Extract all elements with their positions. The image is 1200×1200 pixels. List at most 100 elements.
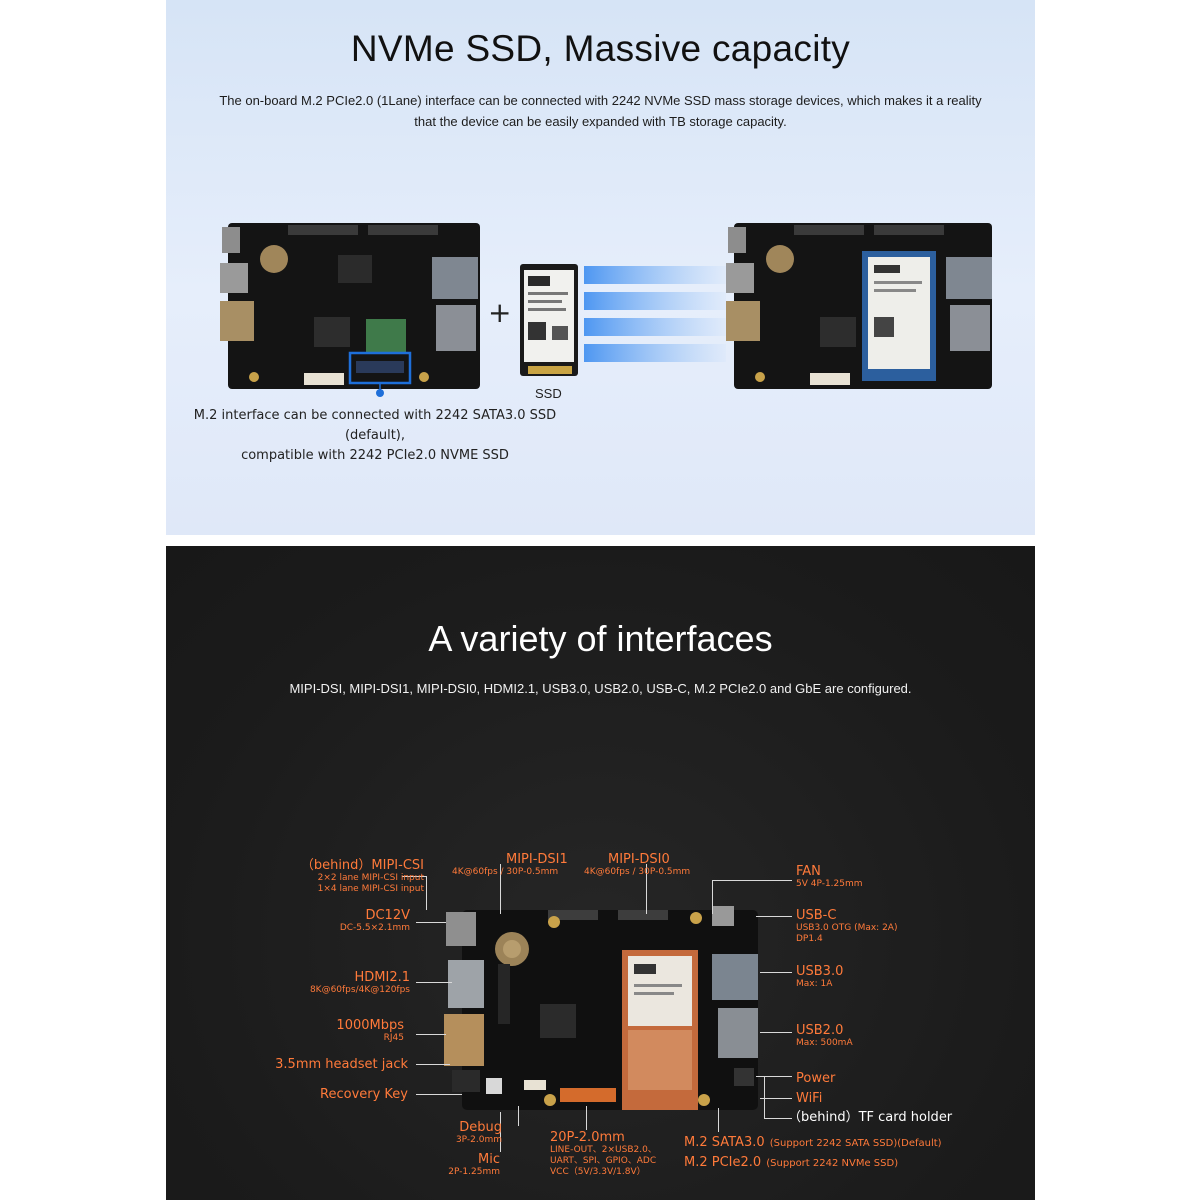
label-m2-sata-sub: (Support 2242 SATA SSD)(Default)	[769, 1138, 942, 1149]
label-hdmi: HDMI2.1 8K@60fps/4K@120fps	[276, 970, 410, 996]
interfaces-panel: A variety of interfaces MIPI-DSI, MIPI-D…	[166, 546, 1035, 1200]
insert-light-beam	[584, 262, 726, 374]
label-m2-pcie-main: M.2 PCIe2.0	[684, 1155, 762, 1170]
leader-line-tf	[764, 1076, 765, 1118]
label-fan-sub: 5V 4P-1.25mm	[796, 879, 863, 889]
label-hdmi-sub: 8K@60fps/4K@120fps	[309, 985, 410, 995]
ssd-label: SSD	[535, 386, 562, 401]
leader-line-mipi-csi	[426, 876, 427, 910]
label-mipi-dsi1: MIPI-DSI1 4K@60fps / 30P-0.5mm	[452, 852, 568, 878]
label-dc12v-sub: DC-5.5×2.1mm	[339, 923, 410, 933]
label-mic-sub: 2P-1.25mm	[448, 1167, 500, 1177]
leader-line-usb2	[760, 1032, 792, 1033]
leader-line-dc12v	[416, 922, 446, 923]
plus-sign: +	[488, 296, 512, 329]
label-fan: FAN 5V 4P-1.25mm	[796, 864, 863, 890]
label-mipi-dsi1-main: MIPI-DSI1	[506, 852, 568, 867]
leader-line-usb3	[760, 972, 792, 973]
leader-line-gbe	[416, 1034, 446, 1035]
label-m2-sata: M.2 SATA3.0 (Support 2242 SATA SSD)(Defa…	[684, 1131, 942, 1150]
label-headset-main: 3.5mm headset jack	[275, 1057, 408, 1072]
leader-line-tf-h	[764, 1118, 792, 1119]
label-gbe-sub: RJ45	[383, 1033, 404, 1043]
label-tf-card: （behind）TF card holder	[788, 1110, 952, 1125]
label-gpio-main: 20P-2.0mm	[550, 1130, 625, 1145]
label-usb3-sub: Max: 1A	[796, 979, 833, 989]
label-wifi-main: WiFi	[796, 1091, 823, 1106]
label-usb-c-main: USB-C	[796, 908, 837, 923]
nvme-description: The on-board M.2 PCIe2.0 (1Lane) interfa…	[206, 90, 995, 132]
label-usb2-sub: Max: 500mA	[796, 1038, 853, 1048]
label-mic: Mic 2P-1.25mm	[436, 1152, 500, 1178]
label-gpio: 20P-2.0mm LINE-OUT、2×USB2.0、 UART、SPI、GP…	[550, 1130, 657, 1178]
label-mipi-csi-main: （behind）MIPI-CSI	[300, 858, 424, 873]
label-m2-sata-main: M.2 SATA3.0	[684, 1135, 765, 1150]
leader-line-m2	[718, 1108, 719, 1132]
label-usb-c: USB-C USB3.0 OTG (Max: 2A) DP1.4	[796, 908, 897, 945]
leader-line-mipi-dsi1	[500, 864, 501, 914]
leader-line-gpio	[586, 1106, 587, 1130]
leader-line-fan-v	[712, 880, 713, 914]
interfaces-title: A variety of interfaces	[428, 618, 773, 659]
label-gpio-sub2: UART、SPI、GPIO、ADC	[550, 1156, 657, 1166]
label-gbe-main: 1000Mbps	[336, 1018, 404, 1033]
label-gbe: 1000Mbps RJ45	[300, 1018, 404, 1044]
ssd-image	[518, 262, 582, 380]
leader-line-wifi	[760, 1098, 792, 1099]
label-mipi-dsi0: MIPI-DSI0 4K@60fps / 30P-0.5mm	[584, 852, 690, 878]
board-top-view	[442, 904, 758, 1110]
nvme-description-line2: that the device can be easily expanded w…	[414, 114, 787, 129]
leader-line-usb-c	[756, 916, 792, 917]
label-mipi-dsi0-main: MIPI-DSI0	[608, 852, 670, 867]
label-power: Power	[796, 1071, 835, 1086]
nvme-title: NVMe SSD, Massive capacity	[350, 28, 851, 69]
board-image-empty-slot	[218, 221, 480, 391]
label-mipi-csi-sub1: 2×2 lane MIPI-CSI input	[317, 873, 424, 883]
label-usb2-main: USB2.0	[796, 1023, 844, 1038]
label-power-main: Power	[796, 1071, 836, 1086]
m2-callout-dot	[376, 389, 384, 397]
label-wifi: WiFi	[796, 1091, 822, 1106]
label-mipi-dsi0-sub: 4K@60fps / 30P-0.5mm	[584, 867, 691, 877]
leader-line-mipi-csi-h	[402, 876, 426, 877]
label-dc12v-main: DC12V	[365, 908, 410, 923]
label-mipi-dsi1-sub: 4K@60fps / 30P-0.5mm	[452, 867, 559, 877]
board-image-with-ssd	[724, 221, 994, 391]
label-recovery-main: Recovery Key	[320, 1087, 408, 1102]
label-mipi-csi-sub2: 1×4 lane MIPI-CSI input	[317, 884, 424, 894]
label-tf-card-main: （behind）TF card holder	[788, 1110, 953, 1125]
leader-line-mic	[500, 1112, 501, 1152]
m2-interface-note: M.2 interface can be connected with 2242…	[166, 406, 584, 466]
label-debug: Debug 3P-2.0mm	[436, 1120, 502, 1146]
leader-line-headset	[416, 1064, 450, 1065]
label-hdmi-main: HDMI2.1	[354, 970, 410, 985]
label-headset: 3.5mm headset jack	[256, 1057, 408, 1072]
label-usb-c-sub2: DP1.4	[796, 934, 823, 944]
m2-note-line2: compatible with 2242 PCIe2.0 NVME SSD	[241, 448, 509, 463]
label-dc12v: DC12V DC-5.5×2.1mm	[300, 908, 410, 934]
leader-line-debug	[518, 1106, 519, 1126]
label-gpio-sub1: LINE-OUT、2×USB2.0、	[550, 1145, 657, 1155]
interfaces-description: MIPI-DSI, MIPI-DSI1, MIPI-DSI0, HDMI2.1,…	[289, 681, 912, 696]
nvme-feature-panel: NVMe SSD, Massive capacity The on-board …	[166, 0, 1035, 535]
label-mic-main: Mic	[478, 1152, 500, 1167]
label-fan-main: FAN	[796, 864, 821, 879]
leader-line-mipi-dsi0	[646, 864, 647, 914]
leader-line-hdmi	[416, 982, 452, 983]
leader-line-power	[756, 1076, 792, 1077]
leader-line-recovery	[416, 1094, 462, 1095]
label-usb2: USB2.0 Max: 500mA	[796, 1023, 853, 1049]
label-usb3-main: USB3.0	[796, 964, 844, 979]
label-usb-c-sub1: USB3.0 OTG (Max: 2A)	[796, 923, 898, 933]
label-debug-main: Debug	[459, 1120, 502, 1135]
label-recovery: Recovery Key	[276, 1087, 408, 1102]
label-debug-sub: 3P-2.0mm	[455, 1135, 502, 1145]
label-m2-pcie: M.2 PCIe2.0 (Support 2242 NVMe SSD)	[684, 1151, 898, 1170]
leader-line-fan	[712, 880, 792, 881]
label-m2-pcie-sub: (Support 2242 NVMe SSD)	[766, 1158, 899, 1169]
label-gpio-sub3: VCC（5V/3.3V/1.8V）	[550, 1167, 646, 1177]
m2-note-line1: M.2 interface can be connected with 2242…	[193, 408, 557, 443]
label-usb3: USB3.0 Max: 1A	[796, 964, 843, 990]
label-mipi-csi: （behind）MIPI-CSI 2×2 lane MIPI-CSI input…	[280, 858, 424, 895]
